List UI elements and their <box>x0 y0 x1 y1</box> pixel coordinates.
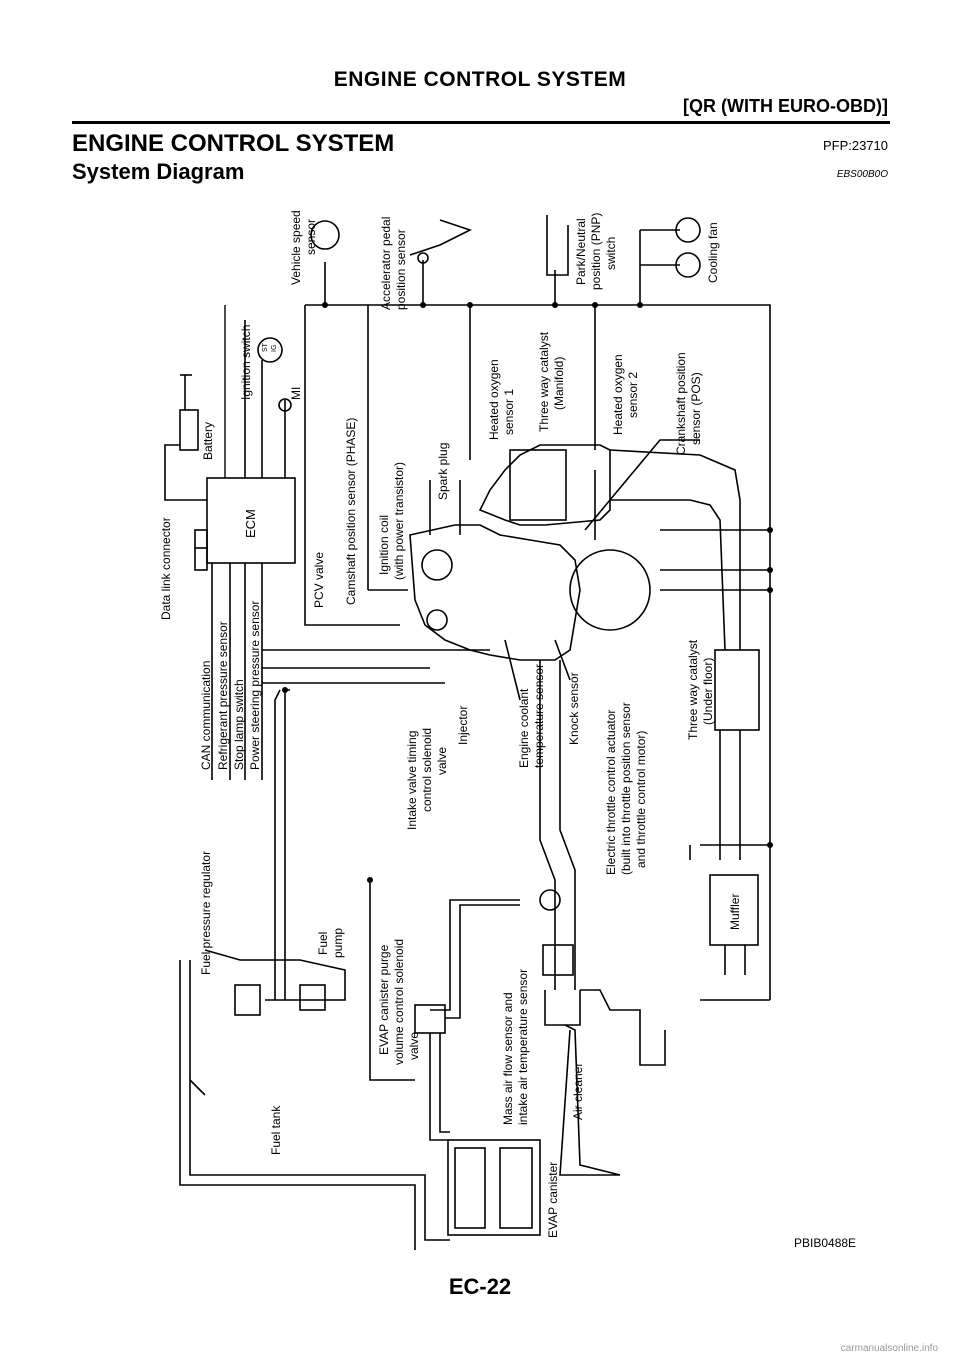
header-rule <box>72 121 890 124</box>
label-mi: MI <box>289 387 303 400</box>
label-vehicle-speed-1: Vehicle speed <box>289 210 303 285</box>
label-evap-purge-3: valve <box>407 1032 421 1060</box>
label-refrig: Refrigerant pressure sensor <box>216 621 230 770</box>
label-fuel-tank: Fuel tank <box>269 1105 283 1155</box>
label-pnp-2: position (PNP) <box>589 213 603 290</box>
label-ign-coil-1: Ignition coil <box>377 515 391 575</box>
label-twc-f-2: (Under floor) <box>701 658 715 725</box>
figure-id: PBIB0488E <box>794 1236 857 1250</box>
label-ho2s2-1: Heated oxygen <box>611 354 625 435</box>
label-data-link: Data link connector <box>159 517 173 620</box>
label-accel-1: Accelerator pedal <box>379 217 393 310</box>
label-fuel-pump-1: Fuel <box>316 932 330 955</box>
label-knock: Knock sensor <box>567 672 581 745</box>
page-number: EC-22 <box>448 1274 512 1299</box>
label-ecm: ECM <box>243 509 258 538</box>
label-ivt-2: control solenoid <box>420 728 434 812</box>
page-header-subtitle: [QR (WITH EURO-OBD)] <box>683 96 888 116</box>
label-ignition-switch: Ignition switch <box>239 325 253 400</box>
label-fpr: Fuel pressure regulator <box>199 851 213 975</box>
label-pnp-3: switch <box>604 237 618 270</box>
label-injector: Injector <box>456 706 470 745</box>
label-pcv: PCV valve <box>312 552 326 608</box>
label-twc-m-1: Three way catalyst <box>537 331 551 432</box>
footer-watermark[interactable]: carmanualsonline.info <box>840 1343 938 1354</box>
label-vehicle-speed-2: sensor <box>304 219 318 255</box>
label-etc-2: (built into throttle position sensor <box>619 702 633 875</box>
label-pnp-1: Park/Neutral <box>574 218 588 285</box>
label-accel-2: position sensor <box>394 229 408 310</box>
label-ckp-2: sensor (POS) <box>689 372 703 445</box>
label-ivt-1: Intake valve timing <box>405 731 419 830</box>
label-maf-2: intake air temperature sensor <box>516 969 530 1125</box>
label-maf-1: Mass air flow sensor and <box>501 992 515 1125</box>
label-battery: Battery <box>201 422 215 460</box>
subsection-code: EBS00B0O <box>836 169 888 180</box>
label-ho2s1-1: Heated oxygen <box>487 359 501 440</box>
label-cmp: Camshaft position sensor (PHASE) <box>344 418 358 605</box>
label-ign-coil-2: (with power transistor) <box>392 462 406 580</box>
label-etc-1: Electric throttle control actuator <box>604 710 618 875</box>
label-stop-lamp: Stop lamp switch <box>232 679 246 770</box>
label-can: CAN communication <box>199 661 213 770</box>
label-twc-m-2: (Manifold) <box>552 357 566 410</box>
page-header-title: ENGINE CONTROL SYSTEM <box>333 68 627 91</box>
label-ect-1: Engine coolant <box>517 688 531 768</box>
label-pst: Power steering pressure sensor <box>248 601 262 770</box>
label-ho2s1-2: sensor 1 <box>502 389 516 435</box>
label-twc-f-1: Three way catalyst <box>686 639 700 740</box>
label-evap-purge-1: EVAP canister purge <box>377 944 391 1055</box>
label-ckp-1: Crankshaft position <box>674 352 688 455</box>
label-spark-plug: Spark plug <box>436 443 450 500</box>
label-air-cleaner: Air cleaner <box>571 1063 585 1120</box>
label-ign-ig: IG <box>271 345 278 352</box>
label-ign-st: ST <box>262 342 269 352</box>
label-cooling-fan: Cooling fan <box>706 222 720 283</box>
section-title: ENGINE CONTROL SYSTEM <box>72 130 395 157</box>
label-evap-purge-2: volume control solenoid <box>392 939 406 1065</box>
label-etc-3: and throttle control motor) <box>634 731 648 868</box>
section-code: PFP:23710 <box>822 138 888 153</box>
label-ho2s2-2: sensor 2 <box>626 372 640 418</box>
label-ect-2: temperature sensor <box>532 664 546 768</box>
label-ivt-3: valve <box>435 747 449 775</box>
subsection-title: System Diagram <box>72 159 245 184</box>
label-evap-canister: EVAP canister <box>546 1162 560 1238</box>
label-fuel-pump-2: pump <box>331 928 345 958</box>
label-muffler: Muffler <box>728 894 742 930</box>
